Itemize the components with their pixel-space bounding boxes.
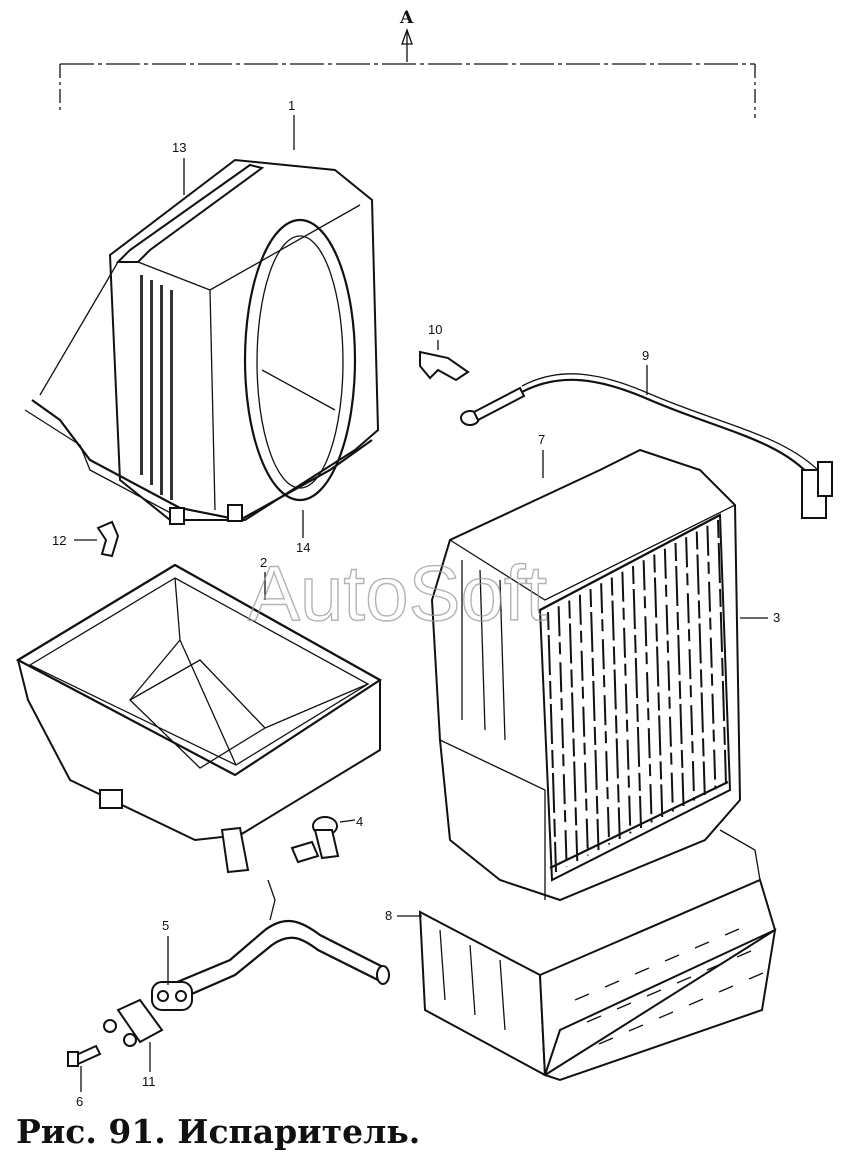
figure-caption: Рис. 91. Испаритель.	[16, 1112, 421, 1151]
callouts: 1 13 10 9 7 12 14 2 3 4 5 8 11 6	[52, 98, 780, 1109]
callout-2: 2	[260, 555, 267, 570]
pipe-part-5	[151, 879, 390, 1011]
callout-7: 7	[538, 432, 545, 447]
callout-8: 8	[385, 908, 392, 923]
watermark: AutoSoft	[248, 549, 548, 637]
callout-6: 6	[76, 1094, 83, 1109]
flange-block-part-11	[103, 998, 164, 1047]
upper-case-part-1	[24, 158, 380, 525]
assembly-bracket: A	[59, 8, 756, 118]
callout-13: 13	[172, 140, 186, 155]
thermo-sensor-part-9	[460, 373, 833, 519]
drain-pan-part-8	[418, 829, 777, 1082]
valve-part-4	[290, 816, 356, 864]
lower-case-part-2	[15, 563, 383, 874]
clip-part-10	[419, 350, 470, 382]
bolt-part-6	[67, 1044, 102, 1067]
callout-9: 9	[642, 348, 649, 363]
small-clip-part-12	[96, 520, 120, 558]
callout-11: 11	[142, 1074, 156, 1089]
assembly-label: A	[399, 8, 414, 28]
callout-12: 12	[52, 533, 66, 548]
callout-10: 10	[428, 322, 442, 337]
callout-14: 14	[296, 540, 310, 555]
callout-4: 4	[356, 814, 363, 829]
callout-1: 1	[288, 98, 295, 113]
evaporator-core-part-3	[538, 513, 732, 882]
callout-5: 5	[162, 918, 169, 933]
callout-3: 3	[773, 610, 780, 625]
